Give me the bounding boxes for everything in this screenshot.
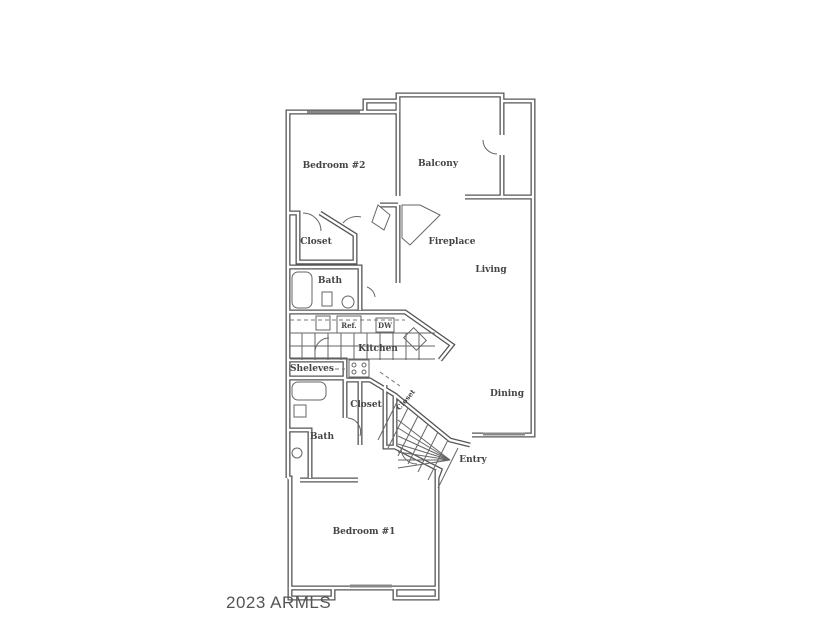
room-label-living: Living [475, 265, 507, 275]
bathtub [291, 271, 313, 309]
room-label-closet: Closet [300, 237, 332, 247]
wall [288, 427, 313, 478]
label-dishwasher: DW [378, 321, 392, 330]
door-swing [482, 139, 498, 155]
wall [394, 394, 471, 447]
floor-tile-line [397, 451, 451, 461]
room-label-kitchen: Kitchen [358, 344, 398, 354]
kitchen-sink [402, 326, 428, 352]
fireplace [401, 204, 441, 246]
bathtub [291, 381, 327, 401]
label-refrigerator: Ref. [341, 321, 356, 330]
room-labels: Bedroom #2 Balcony Closet Fireplace Livi… [290, 159, 525, 537]
door-swing [366, 286, 376, 298]
door-swing [302, 212, 322, 232]
wall [465, 155, 505, 200]
wall [395, 92, 505, 196]
floor-tile-line [417, 431, 439, 473]
dishwasher [375, 317, 395, 333]
floor-tile-line [397, 435, 451, 461]
wall [288, 588, 335, 600]
room-label-shelves: Sheleves [290, 364, 334, 374]
floor-tile-line [437, 447, 459, 489]
door-swing [342, 216, 362, 224]
wall [288, 265, 362, 310]
door-swing [347, 417, 362, 437]
wall [288, 428, 312, 478]
door-swing [314, 337, 330, 353]
door-swing [400, 447, 418, 465]
toilet [321, 291, 333, 307]
wall [345, 378, 397, 449]
refrigerator [336, 315, 362, 334]
room-label-fireplace: Fireplace [428, 237, 475, 247]
stove [348, 359, 370, 378]
wall [396, 93, 504, 196]
wall [393, 588, 439, 600]
floor-tile-line [397, 443, 451, 461]
room-label-dining: Dining [490, 389, 525, 399]
room-label-balcony: Balcony [418, 159, 459, 169]
room-label-bath: Bath [318, 276, 343, 286]
watermark: 2023 ARMLS [226, 593, 332, 612]
room-label-entry: Entry [459, 455, 487, 465]
sink [341, 295, 355, 309]
floor-tile-line [407, 423, 429, 465]
room-label-bedroom-2: Bedroom #2 [303, 161, 366, 171]
floor-tile-line [397, 427, 451, 461]
walls [285, 92, 536, 601]
wall [288, 264, 363, 310]
fixtures [290, 110, 525, 588]
floor-tile-line [397, 459, 451, 469]
wall [286, 110, 398, 478]
room-label-closet: Closet [350, 400, 382, 410]
room-label-bath: Bath [310, 432, 335, 442]
sink [291, 447, 303, 459]
wall [288, 211, 357, 264]
room-label-bedroom-1: Bedroom #1 [333, 527, 396, 537]
wall [465, 155, 504, 199]
wall [288, 310, 454, 361]
appliance [315, 315, 331, 331]
floor-tile-line [377, 399, 399, 441]
toilet [293, 404, 307, 418]
fireplace-hearth [371, 204, 391, 231]
